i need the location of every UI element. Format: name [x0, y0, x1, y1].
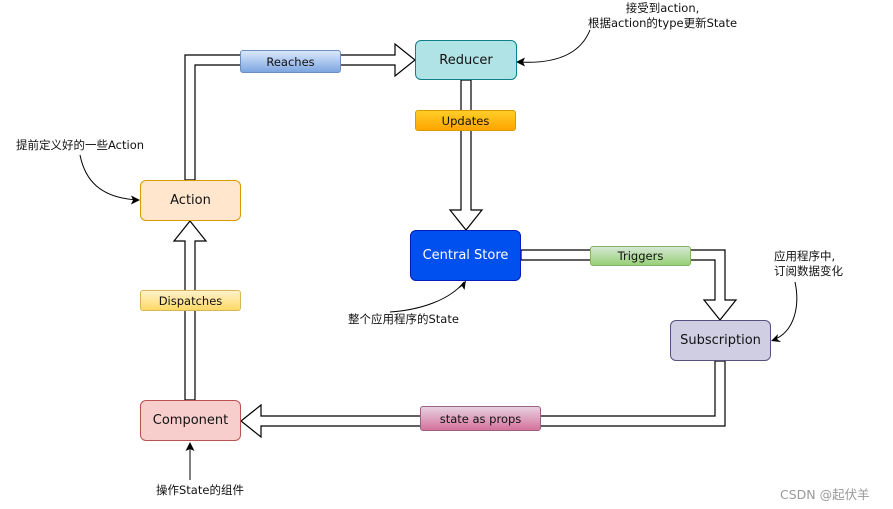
central-store-node: Central Store: [410, 230, 521, 281]
edge-label-updates: Updates: [415, 110, 516, 131]
note-arrowhead-action: [131, 195, 140, 205]
note-reducer-line1: 接受到action,: [625, 1, 700, 15]
edge-label-triggers: Triggers: [590, 246, 691, 266]
note-subscription-line1: 应用程序中,: [774, 249, 836, 263]
note-connector-store: [389, 281, 465, 313]
note-subscription: 应用程序中, 订阅数据变化: [774, 249, 843, 279]
note-action: 提前定义好的一些Action: [16, 138, 145, 152]
note-arrowhead-subscription: [771, 334, 781, 342]
note-subscription-line2: 订阅数据变化: [774, 264, 843, 278]
reducer-node: Reducer: [415, 40, 517, 80]
note-component: 操作State的组件: [156, 483, 244, 497]
edge-label-state-as-props: state as props: [420, 406, 541, 431]
note-arrowhead-component: [185, 442, 195, 451]
subscription-node: Subscription: [670, 320, 771, 361]
note-reducer-line2: 根据action的type更新State: [588, 16, 738, 30]
action-node: Action: [140, 180, 241, 221]
note-connector-reducer: [518, 29, 591, 63]
edge-label-dispatches: Dispatches: [140, 290, 241, 311]
note-arrowhead-reducer: [516, 57, 525, 67]
component-node: Component: [140, 400, 241, 441]
arrow-reducer-to-store: [448, 79, 484, 231]
note-reducer: 接受到action, 根据action的type更新State: [588, 1, 737, 31]
edge-label-reaches: Reaches: [240, 50, 341, 73]
note-connector-subscription: [772, 281, 798, 341]
watermark: CSDN @起伏羊: [780, 487, 870, 502]
note-connector-action: [79, 154, 139, 201]
note-arrowhead-store: [458, 280, 466, 290]
note-store: 整个应用程序的State: [348, 312, 459, 326]
